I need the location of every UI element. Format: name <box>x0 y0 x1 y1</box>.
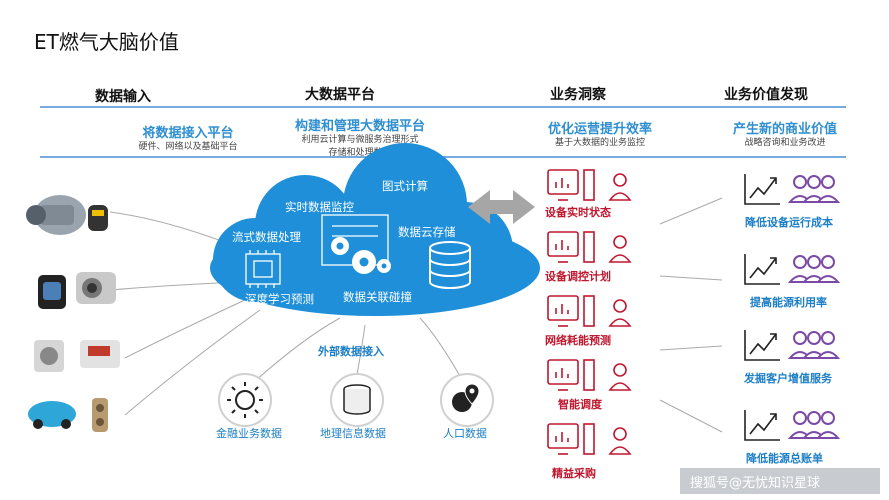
device-tag-image <box>88 205 108 231</box>
column-header-business-insight: 业务洞察 <box>550 87 606 103</box>
column-header-bigdata-platform: 大数据平台 <box>305 87 375 103</box>
insight-icons <box>547 169 632 455</box>
value-label-customer-services: 发掘客户增值服务 <box>744 372 832 385</box>
device-camera-image <box>76 272 116 304</box>
growth-chart-people-icon <box>744 254 841 285</box>
cloud-label-stream-processing: 流式数据处理 <box>232 230 301 244</box>
external-source-geo: 地理信息数据 <box>320 427 386 440</box>
cloud-label-cloud-storage: 数据云存储 <box>398 225 456 239</box>
growth-chart-people-icon <box>744 330 841 361</box>
location-pin-icon <box>440 373 494 427</box>
chip-icon <box>245 250 281 288</box>
monitor-person-icon <box>547 423 632 455</box>
device-watch-image <box>38 275 66 309</box>
storage-drum-icon <box>330 373 384 427</box>
platform-desc-1: 利用云计算与微服务治理形式 <box>301 135 419 145</box>
external-data-label: 外部数据接入 <box>318 345 384 358</box>
value-label-energy-efficiency: 提高能源利用率 <box>750 296 827 309</box>
page-title: ET燃气大脑价值 <box>34 30 179 54</box>
insight-subtitle: 优化运营提升效率 <box>547 122 652 137</box>
column-header-business-value: 业务价值发现 <box>724 87 808 103</box>
insight-label-control-plan: 设备调控计划 <box>545 270 611 283</box>
monitor-person-icon <box>547 295 632 327</box>
sun-icon <box>218 373 272 427</box>
cloud-label-data-correlation: 数据关联碰撞 <box>343 290 412 304</box>
insight-label-realtime-status: 设备实时状态 <box>545 206 611 219</box>
cloud-label-graph-compute: 图式计算 <box>382 179 428 193</box>
database-icon <box>429 241 471 289</box>
growth-chart-people-icon <box>744 174 841 205</box>
growth-chart-people-icon <box>744 410 841 441</box>
column-header-data-input: 数据输入 <box>95 89 151 105</box>
platform-subtitle: 构建和管理大数据平台 <box>294 119 425 134</box>
value-subtitle: 产生新的商业价值 <box>732 122 837 137</box>
device-motor-image <box>26 195 86 235</box>
value-label-reduce-cost: 降低设备运行成本 <box>745 216 833 229</box>
monitor-person-icon <box>547 231 632 263</box>
monitor-person-icon <box>547 169 632 201</box>
device-car-image <box>28 401 76 429</box>
device-meter-image <box>34 340 64 372</box>
value-label-reduce-bill: 降低能源总账单 <box>746 452 823 465</box>
input-subtitle: 将数据接入平台 <box>142 126 234 141</box>
platform-desc-2: 存储和处理数据 <box>328 148 392 158</box>
device-sensor-image <box>80 340 120 368</box>
watermark: 搜狐号@无忧知识星球 <box>690 476 821 491</box>
insight-label-lean-procurement: 精益采购 <box>552 467 596 480</box>
input-desc: 硬件、网络以及基础平台 <box>138 142 238 152</box>
double-arrow-icon <box>468 190 535 224</box>
device-lock-image <box>92 398 108 432</box>
cloud-label-realtime-monitor: 实时数据监控 <box>285 200 354 214</box>
insight-label-energy-forecast: 网络耗能预测 <box>545 334 611 347</box>
monitor-person-icon <box>547 359 632 391</box>
insight-desc: 基于大数据的业务监控 <box>554 138 645 148</box>
external-source-finance: 金融业务数据 <box>216 427 282 440</box>
gears-icon <box>331 237 391 274</box>
cloud-label-deep-learning: 深度学习预测 <box>245 292 314 306</box>
external-source-population: 人口数据 <box>443 427 487 440</box>
watermark-backdrop <box>680 468 880 494</box>
value-icons <box>744 174 841 441</box>
insight-label-smart-dispatch: 智能调度 <box>558 398 602 411</box>
insight-value-connectors <box>659 197 723 433</box>
value-desc: 战略咨询和业务改进 <box>744 138 826 148</box>
